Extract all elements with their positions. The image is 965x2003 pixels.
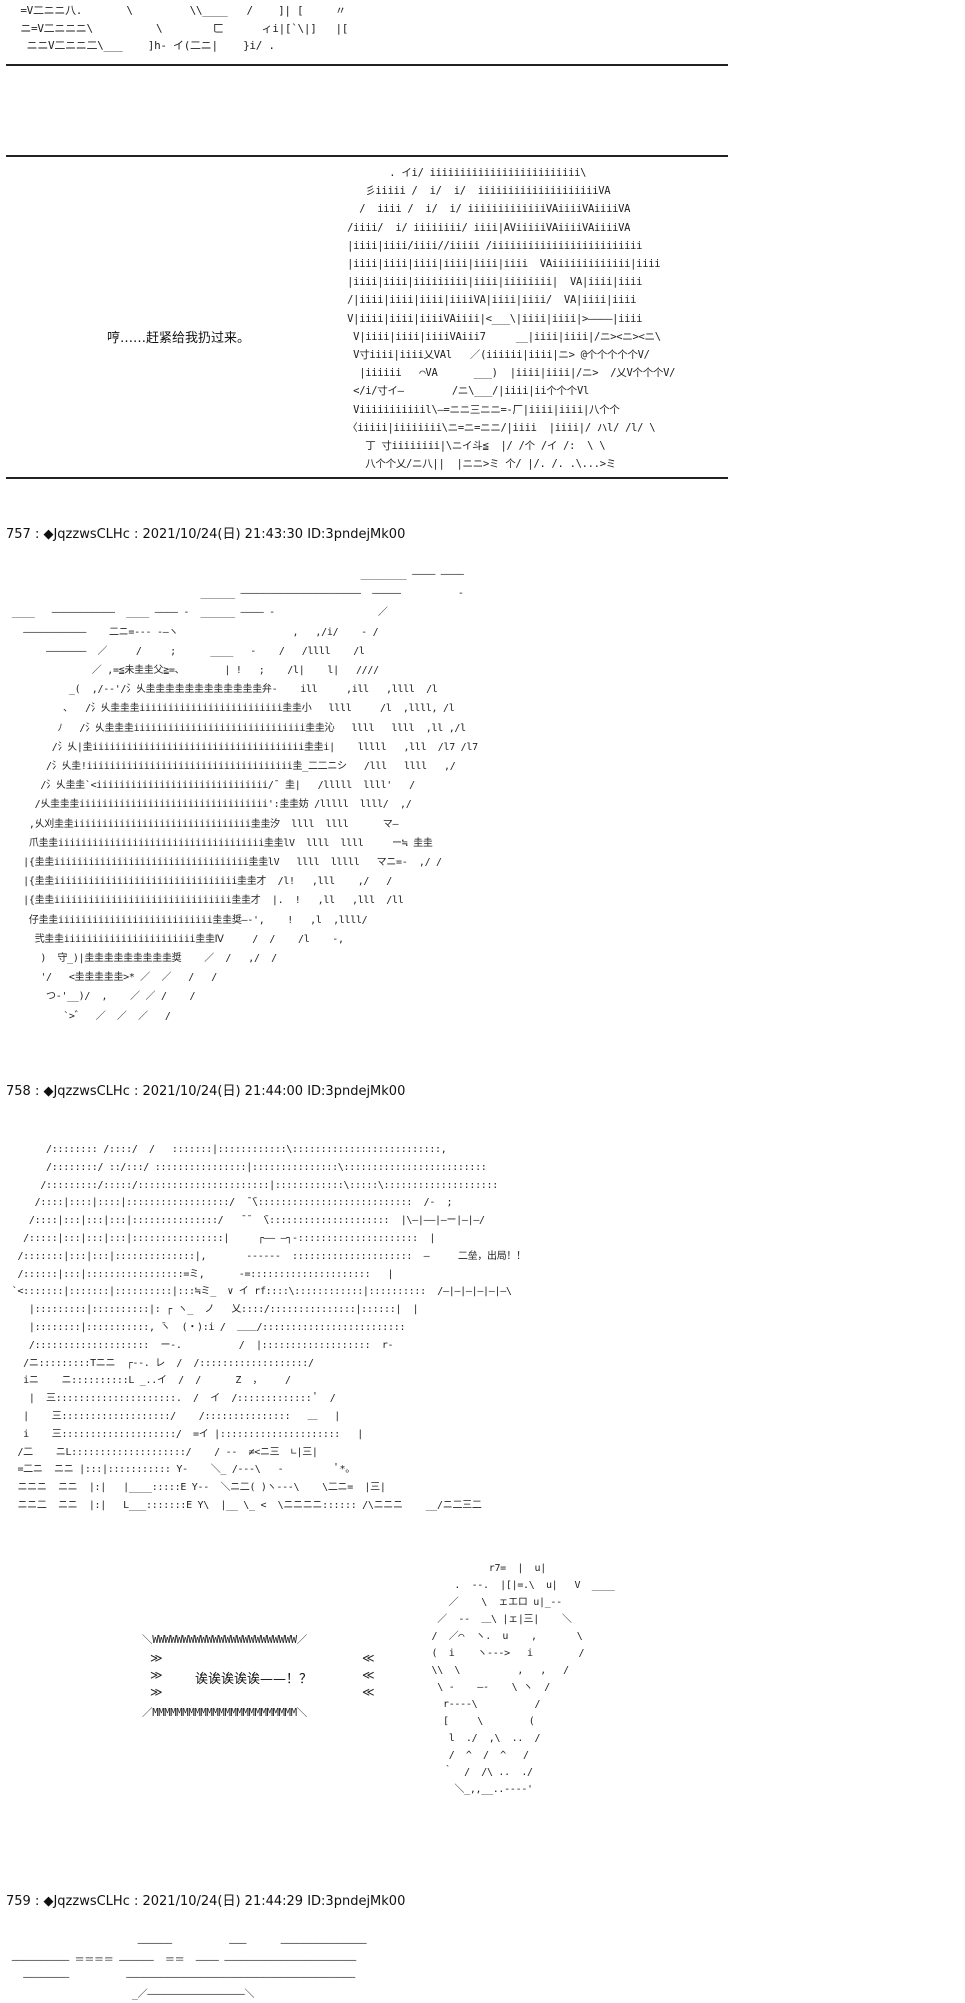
post-757-art: ________ ―――― ―――― ______ ――――――――――――――… bbox=[11, 569, 478, 1022]
panel1-art: . イi/ iiiiiiiiiiiiiiiiiiiiiiiii\ 彡iiiii … bbox=[347, 167, 676, 471]
top-fragment-art: =V二ニニ八. \ \\____ / ]| [ 〃 ニ=V二ニニニ\ \ ㄈ ィ… bbox=[20, 4, 349, 52]
shout-text: 诶诶诶诶诶——！？ bbox=[195, 1672, 313, 1687]
panel1-dialogue: 哼……赶紧给我扔过来。 bbox=[107, 331, 251, 346]
post-header-758: 758 : ◆JqzzwsCLHc : 2021/10/24(日) 21:44:… bbox=[6, 1084, 406, 1099]
divider-top bbox=[6, 64, 728, 66]
post-758-art: /:::::::: /::::/ / :::::::|::::::::::::\… bbox=[11, 1144, 526, 1511]
panel1-bottom-divider bbox=[6, 477, 728, 479]
post-header-759: 759 : ◆JqzzwsCLHc : 2021/10/24(日) 21:44:… bbox=[6, 1894, 406, 1909]
shout-top-border: ＼WWWWWWWWWWWWWWWWWWWWWWWW／ bbox=[142, 1634, 307, 1646]
panel-shout-art: r7= | u| . ‐‐. |[|=.\ u| V ____ ／ \ ェエロ … bbox=[431, 1563, 615, 1795]
shout-bottom-border: ／MMMMMMMMMMMMMMMMMMMMMMMM＼ bbox=[142, 1707, 307, 1719]
shout-right-chevrons: ≪ ≪ ≪ bbox=[362, 1651, 375, 1699]
post-header-757: 757 : ◆JqzzwsCLHc : 2021/10/24(日) 21:43:… bbox=[6, 527, 406, 542]
shout-left-chevrons: ≫ ≫ ≫ bbox=[150, 1651, 163, 1699]
post-759-art: ―――――― ――― ――――――――――――――― ―――――――――― ＝＝… bbox=[11, 1938, 367, 2000]
panel1-top-divider bbox=[6, 155, 728, 157]
